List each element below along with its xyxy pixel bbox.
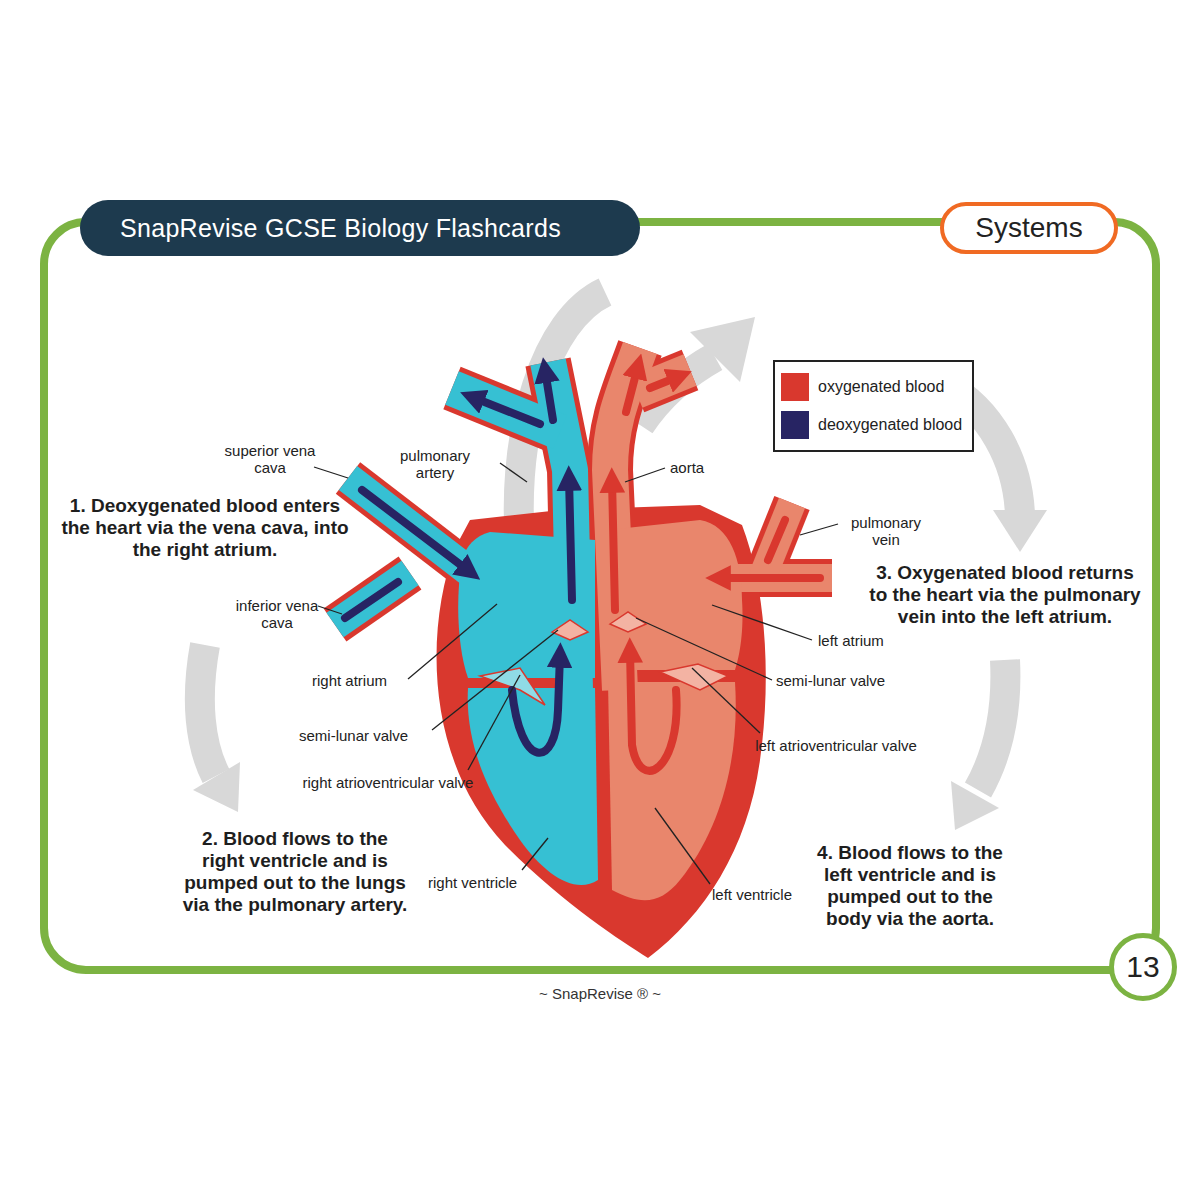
part-label: left atrium xyxy=(818,632,913,649)
step-text: 4. Blood flows to the left ventricle and… xyxy=(808,842,1013,930)
part-label: inferior vena cava xyxy=(234,597,320,631)
card-border xyxy=(44,222,1156,970)
legend-text: oxygenated blood xyxy=(818,378,944,396)
step-text: 1. Deoxygenated blood enters the heart v… xyxy=(58,495,353,561)
vessel-lumens xyxy=(335,348,832,690)
page-number-circle: 13 xyxy=(1109,933,1177,1001)
aorta-wall xyxy=(636,370,690,392)
flow-arrow xyxy=(345,582,398,618)
node-text: 13 xyxy=(1126,950,1159,984)
semi-lunar-valve xyxy=(610,612,646,632)
heart-valves xyxy=(480,612,728,705)
header-bar: SnapRevise GCSE Biology Flashcards xyxy=(80,200,640,256)
leader-line xyxy=(432,630,558,730)
leader-line xyxy=(625,468,665,482)
flow-arrow xyxy=(718,574,820,582)
leader-line xyxy=(314,467,348,478)
legend-row: oxygenated blood xyxy=(781,368,962,406)
flow-arrow xyxy=(650,376,680,388)
footer-text: ~ SnapRevise ® ~ xyxy=(490,985,710,1003)
flow-arrow xyxy=(630,650,677,771)
vena-cava-wall xyxy=(335,573,410,625)
right-ventricle xyxy=(468,688,598,885)
legend-box: oxygenated blood deoxygenated blood xyxy=(773,360,974,452)
arrowhead xyxy=(951,781,999,830)
arrowhead xyxy=(690,317,755,382)
flow-arrow xyxy=(472,397,540,424)
leader-line xyxy=(468,675,520,770)
leader-line xyxy=(655,808,710,884)
leader-line xyxy=(318,606,342,614)
part-label: left ventricle xyxy=(712,886,822,903)
aorta xyxy=(636,370,690,392)
pulmonary-artery xyxy=(452,388,560,432)
leader-line xyxy=(692,668,760,733)
vena-cava xyxy=(348,478,470,572)
part-label: left atrioventricular valve xyxy=(754,737,919,754)
part-label: semi-lunar valve xyxy=(776,672,926,689)
part-label: semi-lunar valve xyxy=(299,727,439,744)
flow-arrow xyxy=(569,478,572,600)
flow-arrow xyxy=(612,480,615,610)
circulation-arrow xyxy=(200,645,216,776)
flow-arrow xyxy=(362,490,470,572)
leader-line xyxy=(636,618,772,680)
step-text: 3. Oxygenated blood returns to the heart… xyxy=(865,562,1145,628)
flow-arrow xyxy=(512,655,560,753)
part-label: superior vena cava xyxy=(224,442,316,476)
vena-cava xyxy=(335,573,410,625)
circulation-arrow xyxy=(978,660,1005,790)
heart-chambers xyxy=(458,520,742,900)
part-label: right atrioventricular valve xyxy=(301,774,476,791)
section-tab: Systems xyxy=(940,202,1118,254)
leader-lines xyxy=(314,463,838,884)
part-label: aorta xyxy=(670,459,740,476)
legend-text: deoxygenated blood xyxy=(818,416,962,434)
arrowhead xyxy=(993,510,1047,552)
legend-swatch xyxy=(781,373,809,401)
legend-row: deoxygenated blood xyxy=(781,406,962,444)
step-text: 2. Blood flows to the right ventricle an… xyxy=(183,828,408,916)
part-label: pulmonary vein xyxy=(842,514,930,548)
flow-arrow xyxy=(768,520,785,560)
part-label: right ventricle xyxy=(428,874,548,891)
left-atrioventricular-valve xyxy=(660,664,728,690)
arrowhead xyxy=(193,762,240,812)
flow-arrow xyxy=(626,366,638,412)
part-label: pulmonary artery xyxy=(391,447,479,481)
pulmonary-vein xyxy=(762,503,792,578)
part-label: right atrium xyxy=(312,672,422,689)
legend-swatch xyxy=(781,411,809,439)
leader-line xyxy=(800,524,838,535)
left-ventricle xyxy=(608,682,736,900)
vena-cava-wall xyxy=(348,478,470,572)
flow-arrows xyxy=(345,366,820,771)
leader-line xyxy=(500,463,527,482)
header-title: SnapRevise GCSE Biology Flashcards xyxy=(120,214,561,243)
flow-arrow xyxy=(545,370,553,420)
node-text: Systems xyxy=(975,212,1082,244)
leader-line xyxy=(522,838,548,870)
leader-line xyxy=(712,605,812,640)
leader-line xyxy=(408,604,497,679)
